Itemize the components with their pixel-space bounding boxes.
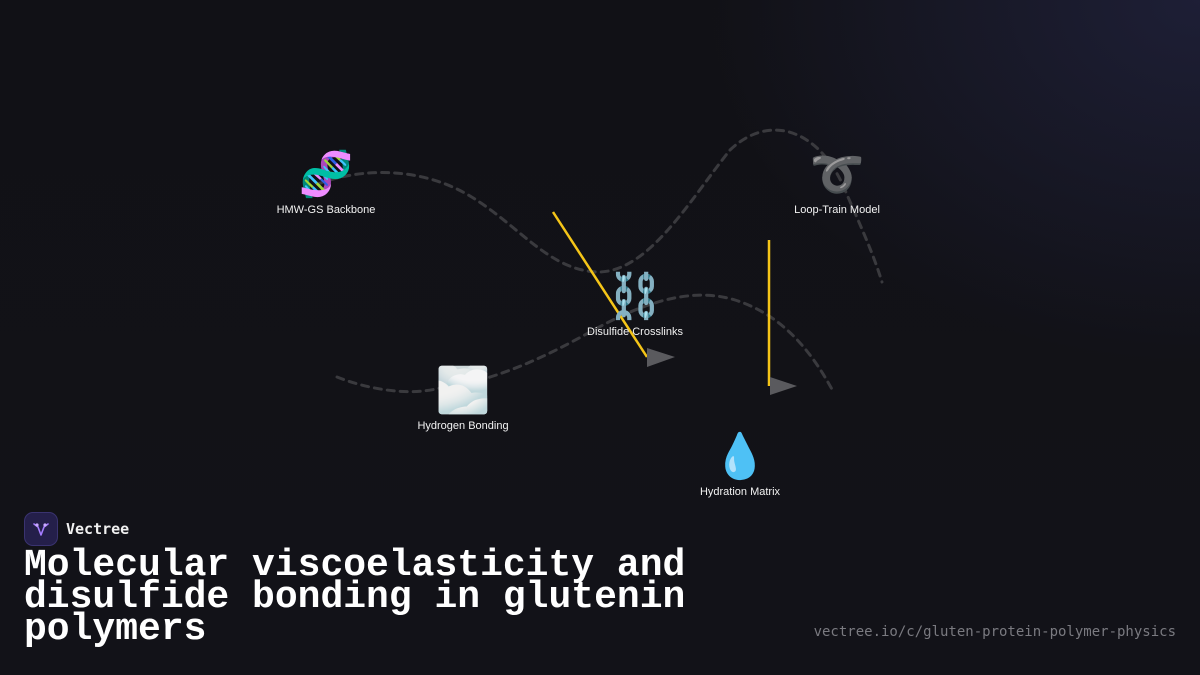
- highlight-link-backbone-crosslinks: [551, 211, 649, 358]
- brand[interactable]: Vectree: [24, 512, 129, 546]
- node-hmw-gs-backbone[interactable]: 🧬 HMW-GS Backbone: [261, 149, 391, 217]
- dna-icon: 🧬: [298, 149, 354, 200]
- chain-icon: ⛓️: [607, 271, 663, 322]
- node-hydrogen-bonding[interactable]: 🌫️ Hydrogen Bonding: [398, 365, 528, 433]
- node-hydration-matrix[interactable]: 💧 Hydration Matrix: [675, 431, 805, 499]
- source-url[interactable]: vectree.io/c/gluten-protein-polymer-phys…: [813, 624, 1176, 640]
- dashed-path-upper: [316, 128, 884, 284]
- node-label: Hydration Matrix: [699, 486, 781, 498]
- vectree-logo-icon: [24, 512, 58, 546]
- node-loop-train-model[interactable]: ➰ Loop-Train Model: [772, 149, 902, 217]
- node-label: HMW-GS Backbone: [276, 204, 376, 216]
- page-title: Molecular viscoelasticity and disulfide …: [24, 544, 686, 651]
- droplet-icon: 💧: [712, 431, 768, 482]
- node-label: Loop-Train Model: [794, 204, 880, 216]
- arrowhead-hydration: [770, 377, 797, 395]
- brand-name: Vectree: [66, 520, 130, 538]
- node-label: Hydrogen Bonding: [417, 420, 509, 432]
- dashed-path-lower: [335, 293, 836, 395]
- vectree-logo-glyph: [33, 523, 49, 536]
- cloud-icon: 🌫️: [435, 365, 491, 416]
- node-disulfide-crosslinks[interactable]: ⛓️ Disulfide Crosslinks: [570, 271, 700, 339]
- loop-icon: ➰: [809, 149, 865, 200]
- arrowhead-crosslinks: [647, 348, 675, 367]
- node-label: Disulfide Crosslinks: [587, 326, 683, 338]
